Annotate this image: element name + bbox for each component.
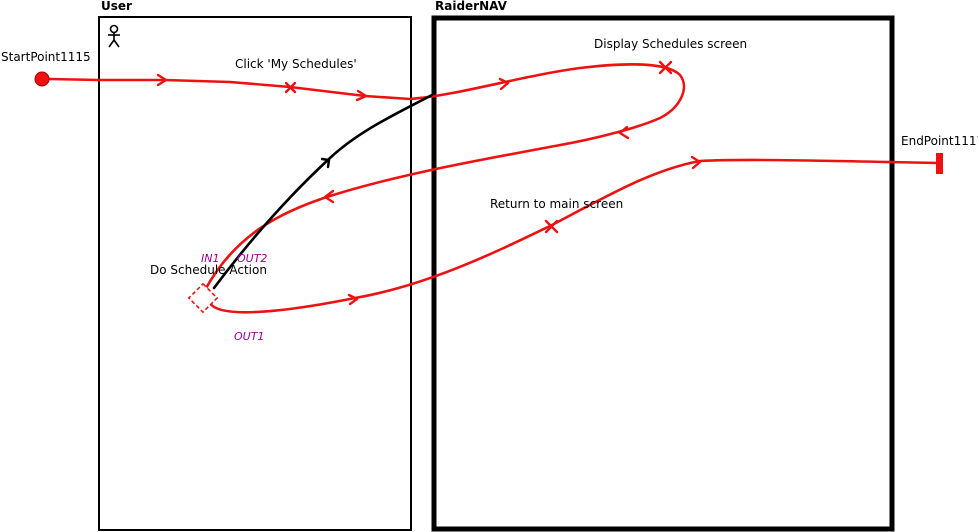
lane-raidernav-title: RaiderNAV [435, 0, 508, 13]
action-node-label: Do Schedule Action [150, 263, 267, 277]
step-markers [284, 60, 673, 234]
flow-action-out2[interactable] [212, 93, 434, 290]
end-point-label: EndPoint1117 [901, 134, 978, 148]
step-display-schedules-label: Display Schedules screen [594, 37, 747, 51]
red-arrowheads [156, 73, 702, 306]
step-return-main-label: Return to main screen [490, 197, 623, 211]
port-in1-label: IN1 [201, 252, 219, 265]
flow-action-to-end[interactable] [208, 158, 942, 314]
lane-user-title: User [101, 0, 132, 13]
port-out2-label: OUT2 [237, 252, 267, 265]
port-out1-label: OUT1 [234, 330, 264, 343]
step-click-schedules-label: Click 'My Schedules' [235, 57, 357, 71]
stick-figure-icon [108, 24, 120, 48]
lane-raidernav[interactable] [431, 15, 895, 532]
lane-user[interactable] [98, 16, 412, 531]
flow-start-to-display[interactable] [47, 63, 686, 292]
start-point-label: StartPoint1115 [1, 50, 91, 64]
end-point-icon[interactable] [936, 153, 943, 174]
start-point-icon[interactable] [34, 71, 50, 87]
black-arrowhead [320, 157, 331, 169]
